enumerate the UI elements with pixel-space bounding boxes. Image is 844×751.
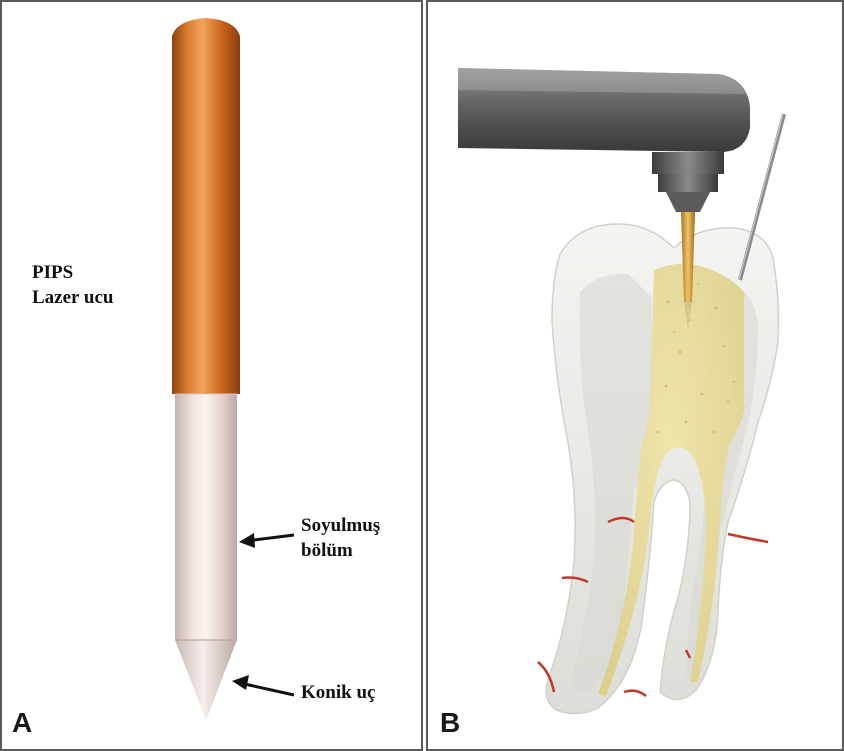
handpiece-neck: [652, 152, 724, 174]
pips-label-line1: PIPS: [32, 260, 113, 285]
pips-label-line2: Lazer ucu: [32, 285, 113, 310]
arrow-icon: [239, 533, 294, 548]
conical-tip: [175, 640, 237, 720]
copper-sheath: [172, 18, 240, 394]
conical-tip-label: Konik uç: [301, 680, 375, 705]
stripped-label-line2: bölüm: [301, 538, 380, 563]
panel-b: B: [426, 0, 844, 751]
panel-letter-b: B: [440, 707, 460, 739]
stripped-fiber-section: [175, 394, 237, 640]
stripped-section-label: Soyulmuş bölüm: [301, 513, 380, 563]
tooth-irrigation-illustration: [428, 2, 844, 751]
laser-tip-illustration: [2, 2, 423, 751]
stripped-label-line1: Soyulmuş: [301, 513, 380, 538]
arrow-icon: [232, 675, 294, 695]
panel-letter-a: A: [12, 707, 32, 739]
panel-a: PIPS Lazer ucu Soyulmuş bölüm Konik uç A: [0, 0, 423, 751]
pips-label: PIPS Lazer ucu: [32, 260, 113, 310]
